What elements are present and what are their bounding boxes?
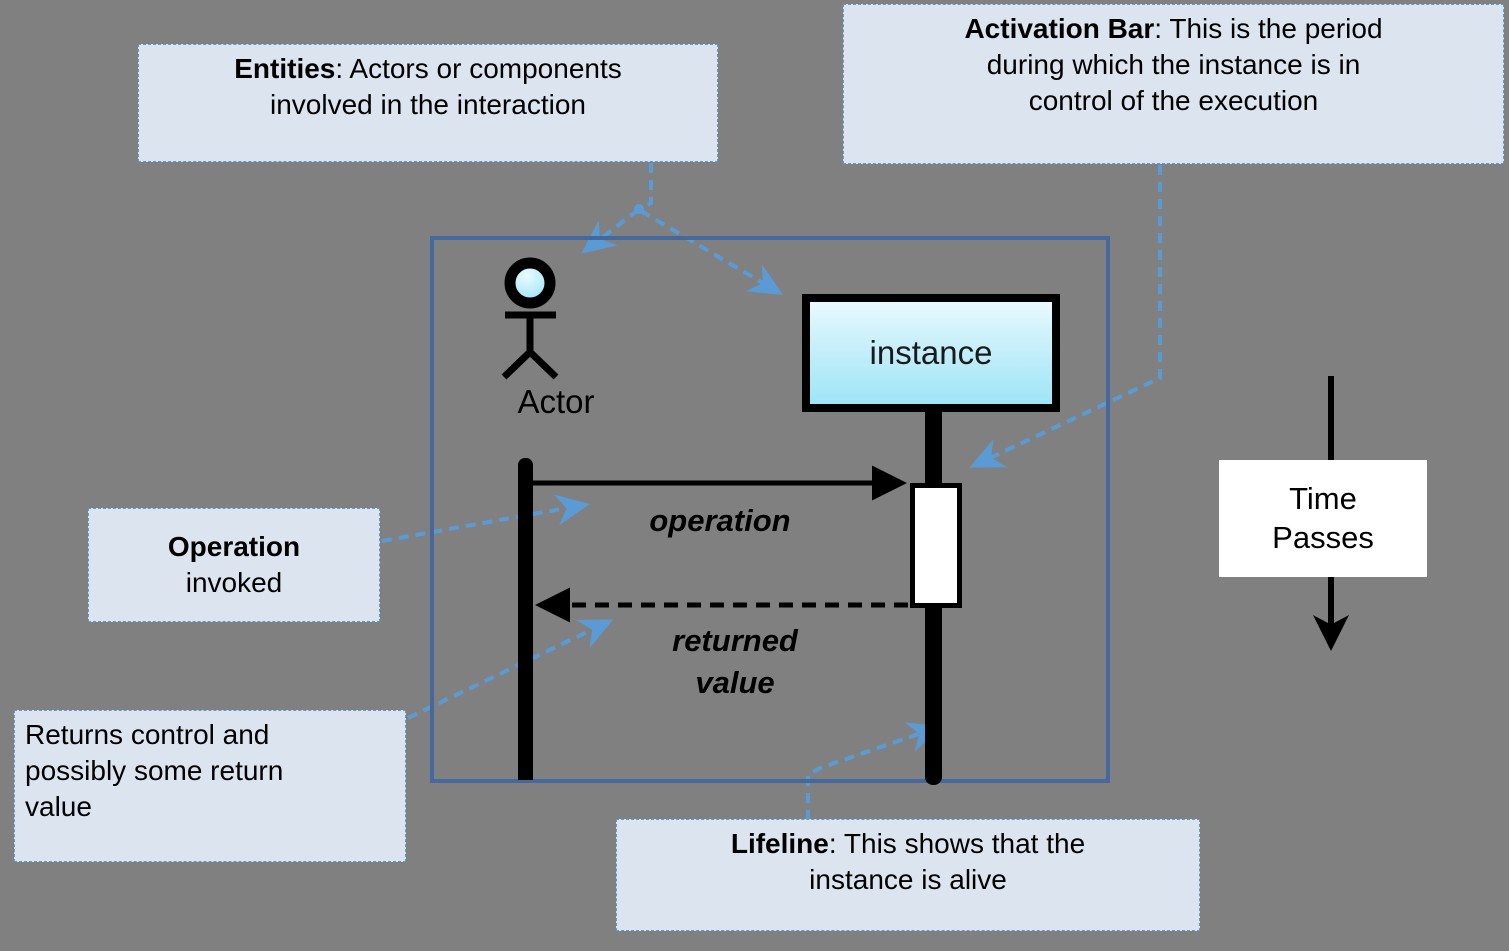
callout-operation[interactable]: Operation invoked [88,508,380,622]
connector-returns [407,619,614,720]
callout-lifeline-line2: instance is alive [809,863,1007,895]
time-passes-box: Time Passes [1219,460,1427,577]
callout-entities-title: Entities [234,53,336,84]
connector-operation [381,494,590,543]
callout-returns-line3: value [25,790,92,822]
callout-activation-line1-rest: : This is the period [1154,13,1383,44]
callout-lifeline-line1-rest: : This shows that the [828,828,1086,859]
callout-entities-line1-rest: : Actors or components [335,53,622,84]
connector-entities [581,163,784,296]
actor-figure-icon [501,257,559,380]
message-return-label: returned value [585,620,885,704]
callout-activation-line3: control of the execution [1028,84,1319,116]
instance-box-label: instance [869,334,993,371]
callout-entities-line1: Entities: Actors or components [149,51,707,87]
message-call-label: operation [649,503,791,538]
callout-lifeline-title: Lifeline [730,828,829,859]
time-passes-line2: Passes [1272,519,1374,555]
callout-operation-line2: invoked [185,567,283,598]
activation-bar [910,483,962,608]
callout-returns-line2: possibly some return [25,754,284,786]
callout-operation-line1: Operation [99,529,369,565]
callout-activation-bar[interactable]: Activation Bar: This is the period durin… [843,4,1504,164]
actor-label: Actor [517,383,595,420]
connector-lifeline [806,722,942,820]
callout-operation-title: Operation [167,531,301,563]
connector-activation-bar [969,165,1162,468]
callout-lifeline[interactable]: Lifeline: This shows that the instance i… [616,819,1200,931]
message-return-label-line1: returned [672,623,798,658]
message-return-label-line2: value [695,664,775,700]
callout-activation-title: Activation Bar [964,13,1155,44]
callout-lifeline-line1: Lifeline: This shows that the [627,826,1189,862]
callout-entities[interactable]: Entities: Actors or components involved … [138,44,718,162]
diagram-frame [430,236,1110,783]
callout-activation-line2: during which the instance is in [986,48,1361,80]
time-passes-line1: Time [1289,480,1357,516]
instance-box[interactable]: instance [802,294,1060,412]
callout-activation-line1: Activation Bar: This is the period [854,11,1493,47]
callout-returns-line1: Returns control and [25,719,270,750]
callout-entities-line2: involved in the interaction [270,88,586,120]
callout-returns-control[interactable]: Returns control and possibly some return… [14,710,406,862]
actor-lifeline [518,458,533,780]
